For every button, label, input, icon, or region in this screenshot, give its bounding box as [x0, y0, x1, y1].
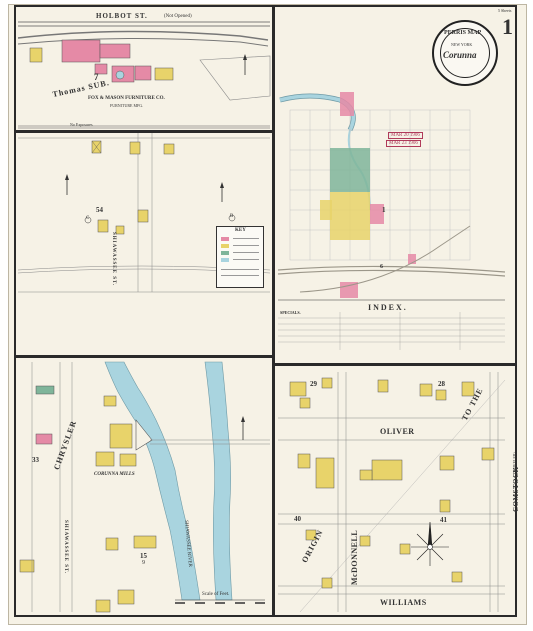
seal-publisher-text: NEW YORK [451, 42, 473, 47]
label-fox-mason: FOX & MASON FURNITURE CO. [88, 96, 165, 101]
block-number-40: 40 [294, 515, 301, 523]
label-scale: Scale of Feet. [202, 592, 230, 597]
key-area-pink [370, 204, 384, 224]
label-oliver: OLIVER [380, 427, 415, 436]
label-furniture-mfg: FURNITURE MFG. [110, 103, 144, 108]
block-number-28: 28 [438, 380, 445, 388]
block-number-7: 7 [94, 72, 99, 82]
label-mcdonnell: McDONNELL [350, 529, 359, 585]
seal-top-text: PERRIS MAP [444, 30, 482, 36]
block-number-1: 1 [382, 206, 386, 214]
sheet-number: 1 [502, 14, 513, 39]
key-area-green [330, 148, 370, 192]
publisher-seal: PERRIS MAP NEW YORK Corunna [432, 20, 498, 86]
label-no-exposures: No Exposures [70, 122, 93, 127]
panel-shiawassee-st [17, 132, 271, 293]
water-tank [115, 70, 125, 80]
key-area-yellow [330, 192, 370, 240]
block-number-33: 33 [32, 456, 39, 464]
index-title: INDEX. [368, 303, 408, 312]
building-corunna-mills [109, 423, 133, 449]
north-arrow-head-icon [243, 54, 247, 60]
block-letter-b: B [230, 214, 234, 219]
label-shiawassee-st-mid: SHIAWASSEE ST. [111, 232, 116, 287]
panel-divider-left-1 [14, 130, 274, 133]
panel-oliver-mcdonnell [278, 372, 506, 613]
label-not-opened: (Not Opened) [164, 14, 192, 19]
label-holbot-st: HOLBOT ST. [96, 12, 148, 20]
building-engine [134, 65, 152, 81]
map-sheet [8, 4, 527, 625]
building-shed [29, 47, 43, 63]
block-number-54: 54 [96, 206, 103, 214]
panel-divider-right [272, 363, 517, 366]
block-letter-c: C [86, 216, 90, 221]
block-number-15: 15 [140, 552, 147, 560]
block-number-6: 6 [380, 264, 383, 270]
panel-corunna-mills [19, 361, 270, 613]
block-number-29: 29 [310, 380, 317, 388]
block-number-41: 41 [440, 516, 447, 524]
block-number-9: 9 [142, 560, 145, 566]
seal-place-text: Corunna [443, 50, 477, 60]
building-lumber [154, 67, 174, 81]
dam [135, 419, 153, 451]
map-frame [14, 5, 517, 617]
key-title: KEY [235, 228, 246, 233]
date-stamp-1: MAR 20 1906 [388, 132, 423, 139]
panel-divider-left-2 [14, 355, 274, 358]
panel-divider-vertical [272, 5, 275, 617]
map-key: KEY [216, 226, 264, 288]
compass-rose-icon [411, 521, 449, 566]
label-corunna-mills: CORUNNA MILLS [94, 472, 135, 477]
panel-fox-mason [17, 21, 271, 129]
panel-key-map [277, 92, 506, 350]
building-factory-wing [99, 43, 131, 59]
label-shiawassee-st-low: SHIAWASSEE ST. [63, 520, 68, 575]
specials-label: SPECIALS. [280, 310, 301, 315]
corner-note: 5 Sheets [498, 8, 512, 13]
date-stamp-2: MAR 23 1906 [386, 140, 421, 147]
building-dry-kiln [94, 63, 108, 75]
label-williams: WILLIAMS [380, 598, 427, 607]
label-wheeler: (WHEELER) [512, 452, 517, 474]
